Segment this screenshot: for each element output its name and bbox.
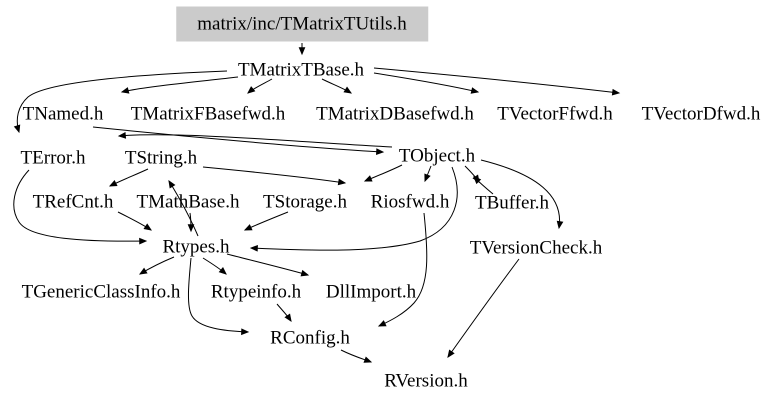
edge-tnamed-to-tobject: [92, 126, 385, 155]
node-tvectorffwd[interactable]: TVectorFfwd.h: [497, 103, 613, 125]
edge-tobject-to-tstring: [117, 132, 393, 148]
node-tmatrixfbasefwd[interactable]: TMatrixFBasefwd.h: [130, 103, 286, 125]
node-tmatrixtbase[interactable]: TMatrixTBase.h: [237, 59, 365, 81]
edge-tobject-to-riosfwd: [424, 165, 432, 183]
node-tmatrixtutils-root: matrix/inc/TMatrixTUtils.h: [176, 6, 428, 41]
node-riosfwd[interactable]: Riosfwd.h: [370, 191, 450, 213]
node-tnamed[interactable]: TNamed.h: [22, 103, 104, 125]
edge-trefcnt-to-rtypes: [117, 211, 152, 231]
edge-rtypes-to-tgenericclassinfo: [138, 256, 175, 275]
node-rtypeinfo[interactable]: Rtypeinfo.h: [210, 281, 302, 303]
edge-tobject-to-tstorage: [363, 164, 403, 182]
edge-tversioncheck-to-rversion: [447, 258, 520, 358]
edge-tobject-to-rtypes: [249, 166, 458, 252]
edge-tobject-to-tversioncheck: [480, 159, 564, 230]
node-rconfig[interactable]: RConfig.h: [270, 327, 350, 349]
edge-tmatrixtbase-to-tvectordfwd: [373, 67, 621, 96]
edge-tmathbase-to-rtypes: [187, 212, 195, 233]
node-tstring[interactable]: TString.h: [124, 147, 198, 169]
node-tmathbase[interactable]: TMathBase.h: [136, 191, 240, 213]
edge-terror-to-rtypes: [13, 169, 148, 245]
edge-tmatrixtbase-to-tmatrixdbasefwd: [321, 78, 353, 94]
node-tstorage[interactable]: TStorage.h: [263, 191, 347, 213]
edge-tmatrixtbase-to-tnamed: [120, 76, 239, 94]
edge-rtypeinfo-to-rconfig: [276, 303, 292, 322]
edge-rtypes-to-rtypeinfo: [202, 257, 227, 275]
edge-tstorage-to-rtypes: [243, 211, 289, 231]
node-tbuffer[interactable]: TBuffer.h: [474, 192, 550, 214]
node-tobject[interactable]: TObject.h: [398, 145, 476, 167]
edge-tstring-to-trefcnt: [108, 168, 149, 187]
edge-tbuffer-to-tobject: [473, 176, 494, 195]
node-tversioncheck[interactable]: TVersionCheck.h: [469, 237, 603, 259]
edge-tstring-to-riosfwd: [202, 166, 347, 186]
node-rtypes[interactable]: Rtypes.h: [162, 236, 230, 258]
edge-rconfig-to-rversion: [340, 349, 373, 363]
edge-rtypes-to-tstring: [168, 179, 199, 237]
edge-tmatrixtbase-to-terror: [13, 70, 228, 134]
edge-tmatrixtbase-to-tvectorffwd: [373, 72, 480, 94]
node-dllimport[interactable]: DllImport.h: [325, 281, 417, 303]
node-rversion[interactable]: RVersion.h: [384, 370, 468, 392]
edge-rtypes-to-rconfig: [188, 257, 250, 336]
edge-tmatrixtbase-to-tmatrixfbasefwd: [247, 78, 273, 94]
edge-rtypes-to-dllimport: [226, 253, 310, 277]
edge-riosfwd-to-rconfig: [377, 212, 428, 327]
node-terror[interactable]: TError.h: [20, 147, 86, 169]
node-trefcnt[interactable]: TRefCnt.h: [32, 191, 114, 213]
node-tgenericclassinfo[interactable]: TGenericClassInfo.h: [21, 281, 181, 303]
node-tmatrixdbasefwd[interactable]: TMatrixDBasefwd.h: [316, 103, 474, 125]
node-tvectordfwd[interactable]: TVectorDfwd.h: [641, 103, 761, 125]
